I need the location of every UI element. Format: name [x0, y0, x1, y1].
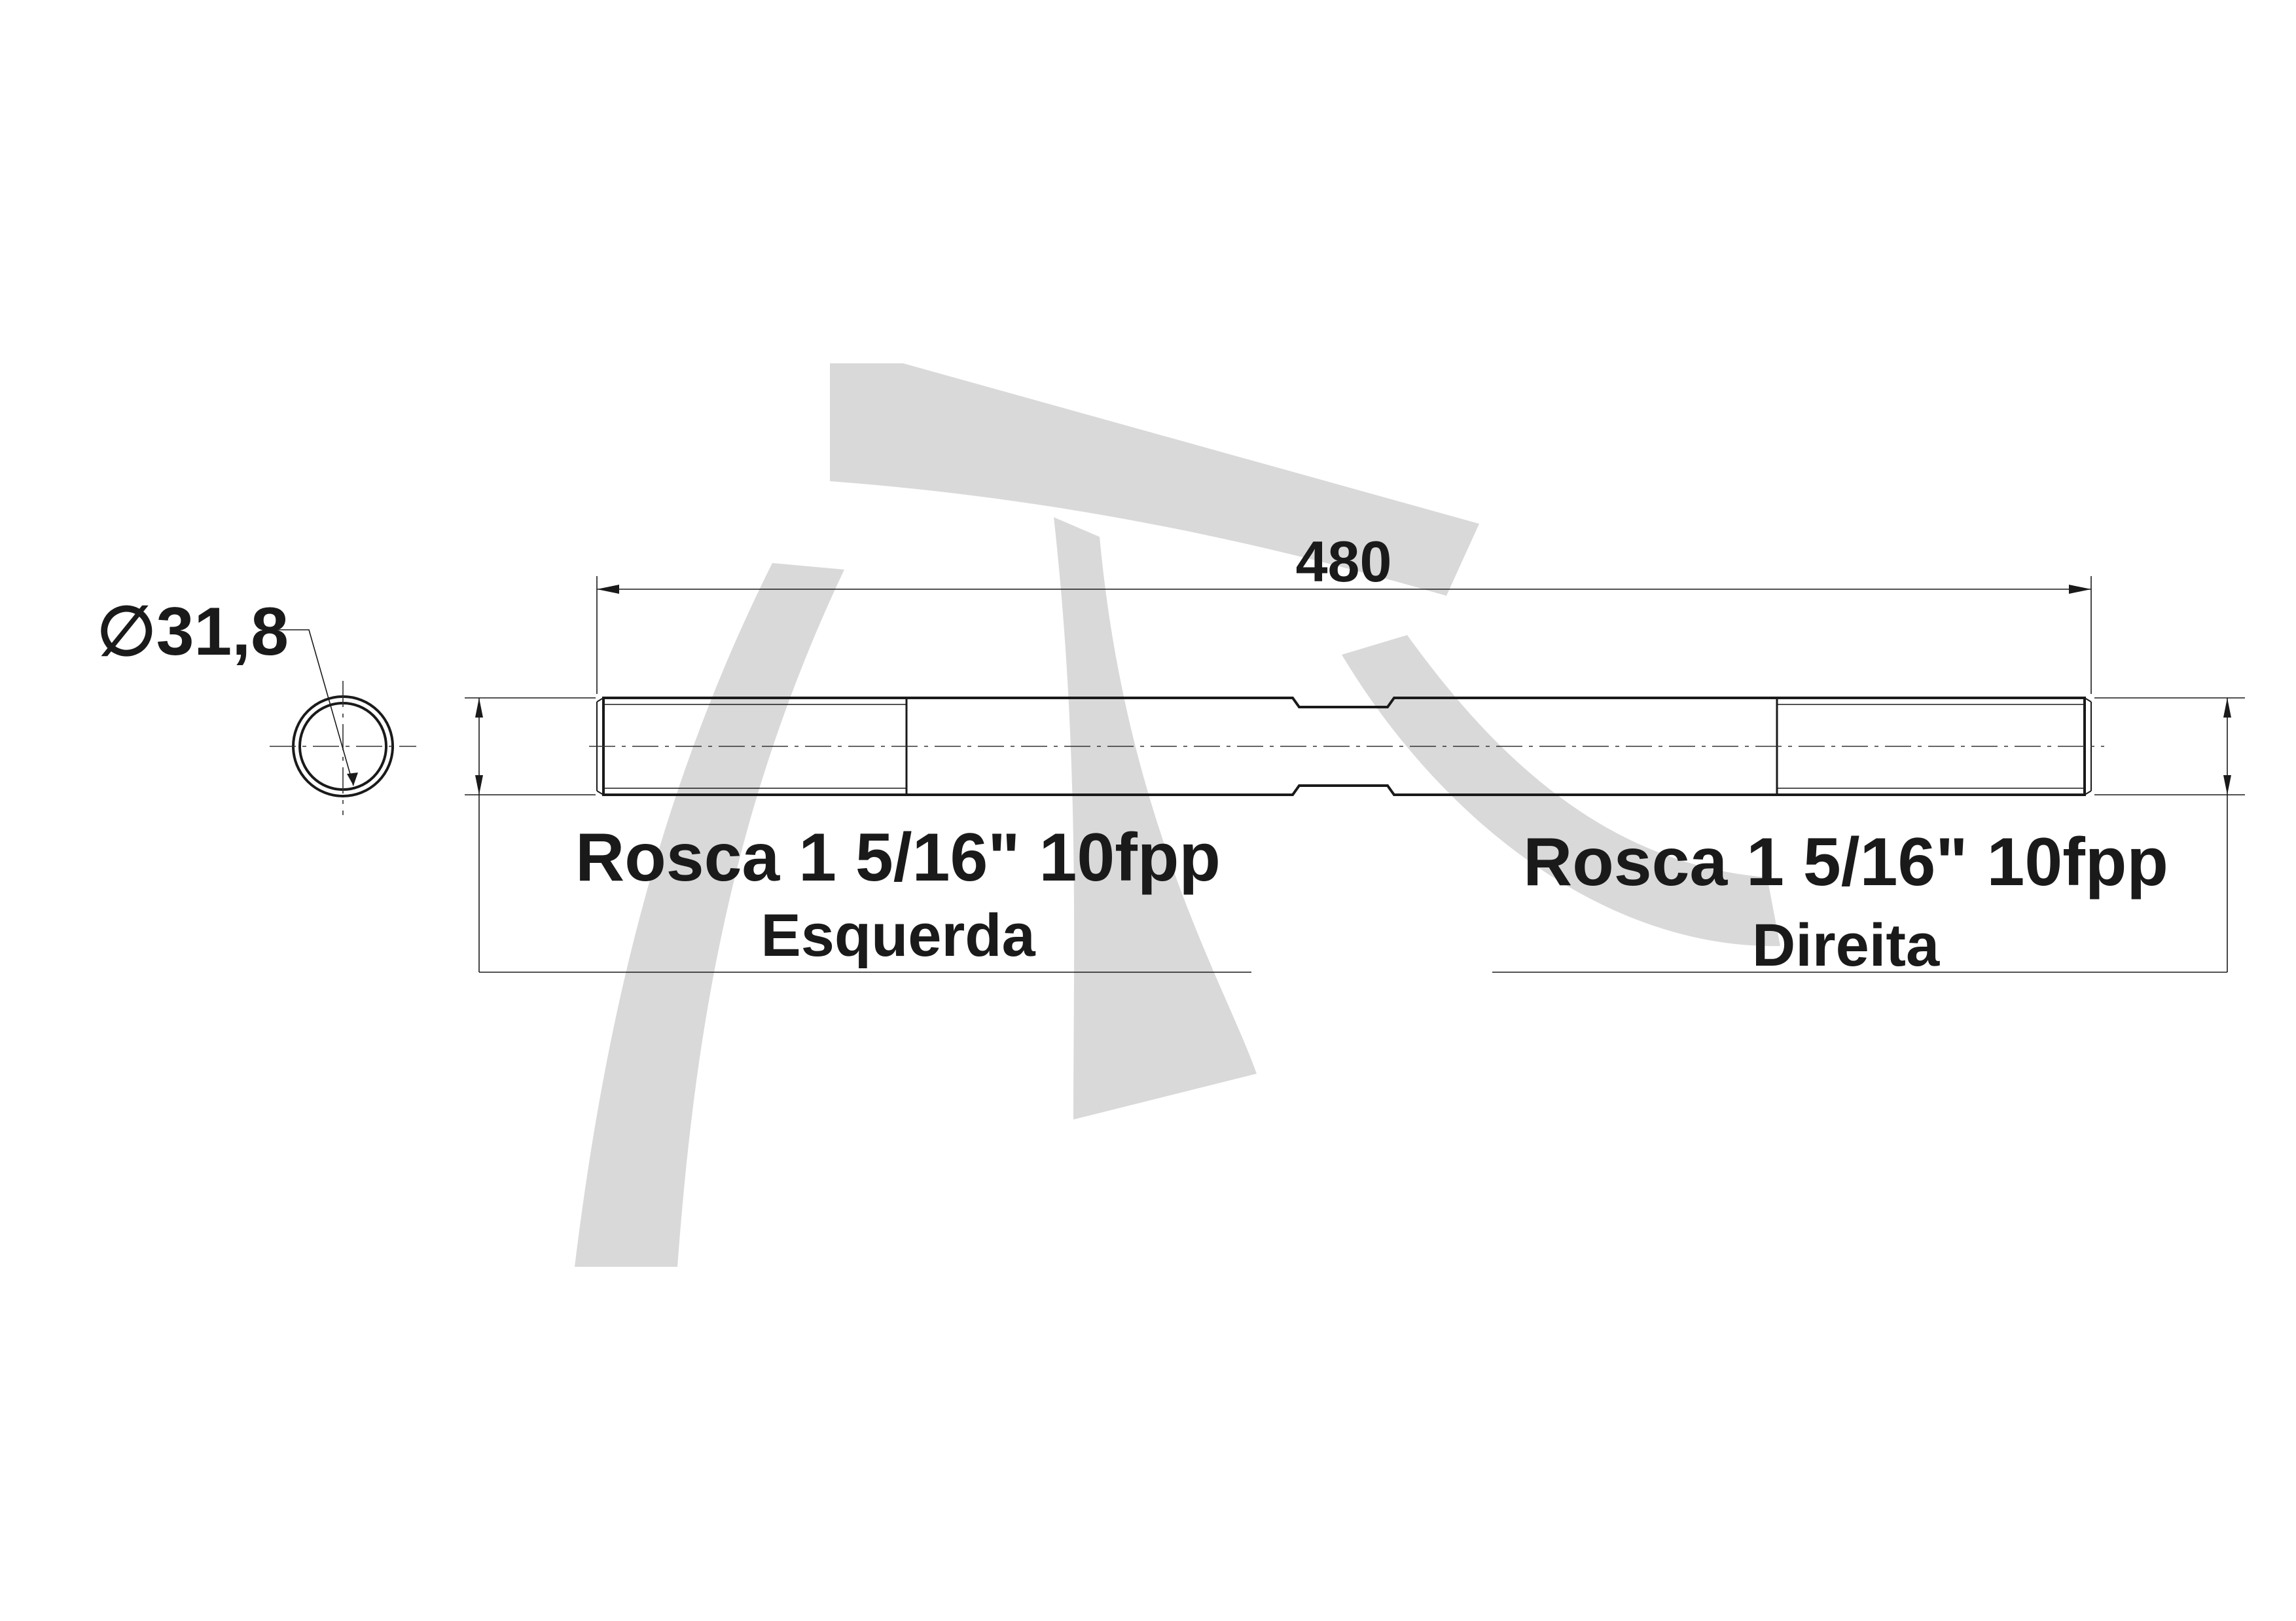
threaded-rod	[589, 697, 2104, 796]
left-thread-note: Rosca 1 5/16" 10fpp Esquerda	[465, 697, 1251, 973]
watermark-logo	[575, 363, 1780, 1267]
right-thread-hand: Direita	[1752, 912, 1940, 979]
length-dimension: 480	[596, 529, 2092, 694]
length-value: 480	[1296, 529, 1392, 594]
right-thread-spec: Rosca 1 5/16" 10fpp	[1523, 824, 2168, 900]
right-thread-note: Rosca 1 5/16" 10fpp Direita	[1492, 697, 2245, 979]
diameter-dimension: ∅31,8	[97, 594, 289, 670]
end-view: ∅31,8	[97, 594, 416, 815]
left-thread-spec: Rosca 1 5/16" 10fpp	[575, 820, 1221, 896]
left-thread-hand: Esquerda	[761, 902, 1035, 969]
